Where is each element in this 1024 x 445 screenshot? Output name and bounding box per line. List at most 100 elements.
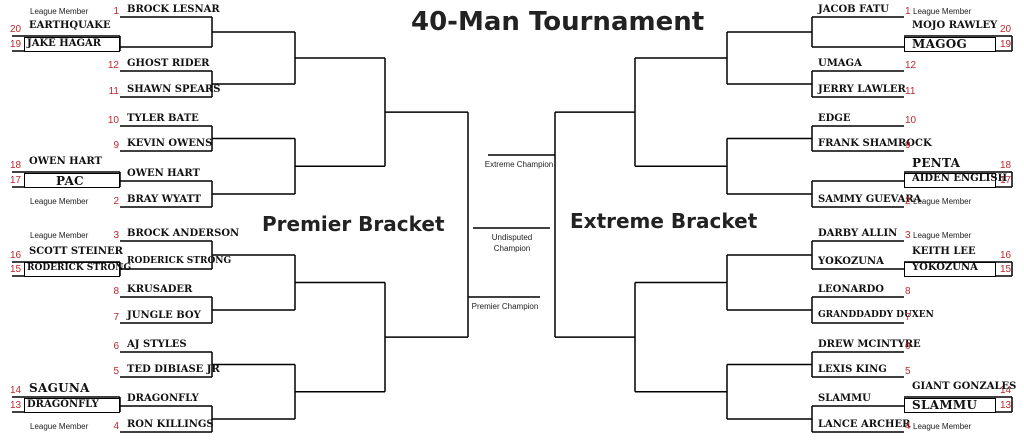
premier-slot-name: KEVIN OWENS xyxy=(127,138,213,149)
extreme-bracket-label: Extreme Bracket xyxy=(570,209,758,233)
premier-qualifier-box xyxy=(24,262,120,277)
extreme-slot-name: LEXIS KING xyxy=(818,364,887,375)
extreme-slot-name: JACOB FATU xyxy=(818,4,889,15)
premier-slot-name: DRAGONFLY xyxy=(127,393,199,404)
extreme-qualifier-seed: 16 xyxy=(1000,250,1012,261)
extreme-qualifier-seed: 19 xyxy=(1000,39,1012,50)
premier-slot-seed: 10 xyxy=(107,115,119,126)
premier-qualifier-name: JAKE HAGAR xyxy=(27,38,102,49)
extreme-slot-name: DREW MCINTYRE xyxy=(818,339,921,350)
premier-league-member-label: League Member xyxy=(30,7,89,16)
extreme-qualifier-name: GIANT GONZALES xyxy=(912,381,1017,392)
premier-slot-seed: 9 xyxy=(113,140,119,151)
extreme-slot-name: EDGE xyxy=(818,113,851,124)
premier-qualifier-seed: 20 xyxy=(10,24,22,35)
extreme-qualifier-seed: 13 xyxy=(1000,400,1012,411)
extreme-qualifier-name: YOKOZUNA xyxy=(912,262,978,273)
premier-league-member-label: League Member xyxy=(30,231,89,240)
extreme-qualifier-seed: 18 xyxy=(1000,160,1012,171)
extreme-league-member-label: League Member xyxy=(913,197,972,206)
premier-qualifier-name: SCOTT STEINER xyxy=(29,246,123,257)
premier-qualifier-box xyxy=(24,173,120,188)
extreme-slot-seed: 11 xyxy=(905,86,916,97)
extreme-slot-seed: 2 xyxy=(905,196,911,207)
premier-slot-seed: 8 xyxy=(113,286,119,297)
extreme-slot-name: YOKOZUNA xyxy=(818,256,884,267)
premier-slot-name: TYLER BATE xyxy=(127,113,199,124)
extreme-slot-name: JERRY LAWLER xyxy=(818,84,906,95)
extreme-qualifier-seed: 14 xyxy=(1000,385,1012,396)
premier-qualifier-name: SAGUNA xyxy=(29,381,90,395)
undisputed-champion-label: Undisputed Champion xyxy=(491,233,533,253)
extreme-slot-name: SLAMMU xyxy=(818,393,871,404)
premier-champion-label: Premier Champion xyxy=(471,302,539,311)
extreme-slot-seed: 8 xyxy=(905,286,911,297)
premier-slot-name: TED DIBIASE JR xyxy=(127,364,220,375)
extreme-qualifier-seed: 15 xyxy=(1000,264,1012,275)
extreme-slot-name: DARBY ALLIN xyxy=(818,228,898,239)
premier-qualifier-name: PAC xyxy=(56,174,84,188)
premier-qualifier-seed: 18 xyxy=(10,160,22,171)
extreme-slot-name: UMAGA xyxy=(818,58,862,69)
premier-slot-name: GHOST RIDER xyxy=(127,58,210,69)
premier-slot-name: SHAWN SPEARS xyxy=(127,84,221,95)
premier-slot-seed: 2 xyxy=(113,196,119,207)
extreme-league-member-label: League Member xyxy=(913,7,972,16)
premier-bracket-label: Premier Bracket xyxy=(262,212,445,236)
premier-slot-name: OWEN HART xyxy=(127,168,200,179)
extreme-champion-label: Extreme Champion xyxy=(484,160,554,169)
extreme-qualifier-seed: 17 xyxy=(1000,175,1012,186)
extreme-qualifier-name: PENTA xyxy=(912,156,961,170)
extreme-slot-seed: 12 xyxy=(905,60,917,71)
premier-qualifier-name: OWEN HART xyxy=(29,156,102,167)
extreme-qualifier-box xyxy=(904,37,996,52)
premier-slot-seed: 3 xyxy=(113,230,119,241)
premier-qualifier-seed: 19 xyxy=(10,39,22,50)
extreme-qualifier-seed: 20 xyxy=(1000,24,1012,35)
premier-slot-seed: 12 xyxy=(107,60,119,71)
premier-qualifier-seed: 17 xyxy=(10,175,22,186)
premier-slot-name: RON KILLINGS xyxy=(127,419,214,430)
extreme-slot-seed: 4 xyxy=(905,421,911,432)
premier-slot-seed: 5 xyxy=(113,366,119,377)
premier-qualifier-name: DRAGONFLY xyxy=(27,399,99,410)
extreme-league-member-label: League Member xyxy=(913,231,972,240)
premier-slot-name: KRUSADER xyxy=(127,284,193,295)
premier-slot-seed: 1 xyxy=(113,6,119,17)
extreme-qualifier-name: AIDEN ENGLISH xyxy=(912,173,1008,184)
premier-slot-name: AJ STYLES xyxy=(127,339,187,350)
premier-slot-name: RODERICK STRONG xyxy=(127,256,232,266)
extreme-qualifier-name: KEITH LEE xyxy=(912,246,976,257)
premier-qualifier-seed: 14 xyxy=(10,385,22,396)
premier-slot-seed: 6 xyxy=(113,341,119,352)
extreme-slot-name: LEONARDO xyxy=(818,284,884,295)
premier-qualifier-name: EARTHQUAKE xyxy=(29,20,111,31)
premier-slot-name: BRAY WYATT xyxy=(127,194,202,205)
extreme-slot-seed: 6 xyxy=(905,341,911,352)
extreme-qualifier-name: MAGOG xyxy=(912,37,968,51)
extreme-slot-seed: 5 xyxy=(905,366,911,377)
premier-slot-seed: 4 xyxy=(113,421,119,432)
premier-slot-seed: 11 xyxy=(108,86,119,97)
extreme-league-member-label: League Member xyxy=(913,422,972,431)
tournament-title: 40-Man Tournament xyxy=(411,7,705,37)
extreme-slot-seed: 1 xyxy=(905,6,911,17)
extreme-slot-name: SAMMY GUEVARA xyxy=(818,194,922,205)
extreme-slot-seed: 10 xyxy=(905,115,917,126)
extreme-qualifier-box xyxy=(904,262,996,277)
premier-league-member-label: League Member xyxy=(30,422,89,431)
premier-qualifier-name: RODERICK STRONG xyxy=(27,263,132,273)
extreme-slot-name: LANCE ARCHER xyxy=(818,419,911,430)
extreme-slot-name: FRANK SHAMROCK xyxy=(818,138,932,149)
premier-qualifier-seed: 16 xyxy=(10,250,22,261)
premier-qualifier-seed: 13 xyxy=(10,400,22,411)
extreme-slot-seed: 9 xyxy=(905,140,911,151)
premier-league-member-label: League Member xyxy=(30,197,89,206)
premier-slot-name: BROCK LESNAR xyxy=(127,4,220,15)
extreme-qualifier-box xyxy=(904,398,996,413)
premier-qualifier-seed: 15 xyxy=(10,264,22,275)
premier-qualifier-box xyxy=(24,37,120,52)
premier-qualifier-box xyxy=(24,398,120,413)
extreme-slot-seed: 3 xyxy=(905,230,911,241)
